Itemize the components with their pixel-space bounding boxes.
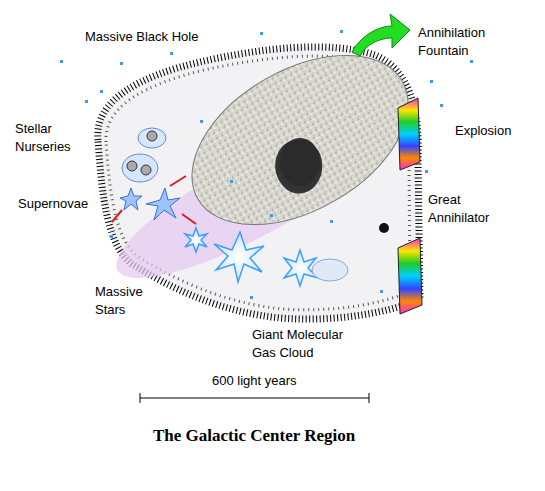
callout-label: Massive Black Hole	[85, 28, 245, 46]
callout-label: Great Annihilator	[428, 191, 518, 227]
callout-label: Stellar Nurseries	[15, 120, 90, 156]
diagram-title: The Galactic Center Region	[153, 426, 355, 446]
dimension-label: 600 light years	[212, 372, 297, 390]
callout-label: Giant Molecular Gas Cloud	[252, 326, 364, 362]
callout-label: Annihilation Fountain	[418, 24, 518, 60]
callout-label: Supernovae	[18, 195, 96, 213]
callout-label: Massive Stars	[95, 283, 157, 319]
callout-label: Explosion	[455, 122, 540, 140]
